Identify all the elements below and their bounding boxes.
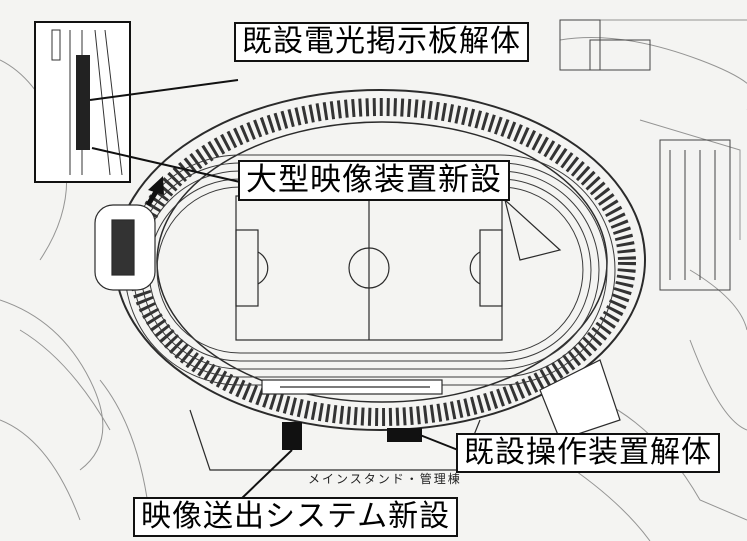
east-ramp [503, 198, 562, 261]
parking-area [559, 19, 731, 291]
west-structure [94, 204, 156, 291]
label-new-video-system: 映像送出システム新設 [133, 497, 459, 537]
control-equipment [387, 428, 422, 442]
football-pitch [235, 195, 503, 341]
main-stand-building [189, 359, 621, 471]
leader-lines [89, 79, 459, 501]
label-remove-control-equipment: 既設操作装置解体 [456, 433, 720, 473]
label-new-large-screen: 大型映像装置新設 [238, 160, 510, 201]
inset-zoom [34, 21, 131, 183]
label-remove-display-board: 既設電光掲示板解体 [234, 22, 529, 62]
relocation-arrow [145, 176, 164, 207]
seating-band [128, 98, 636, 426]
video-system-equipment [282, 422, 302, 450]
label-main-stand: メインスタンド・管理棟 [308, 472, 462, 486]
